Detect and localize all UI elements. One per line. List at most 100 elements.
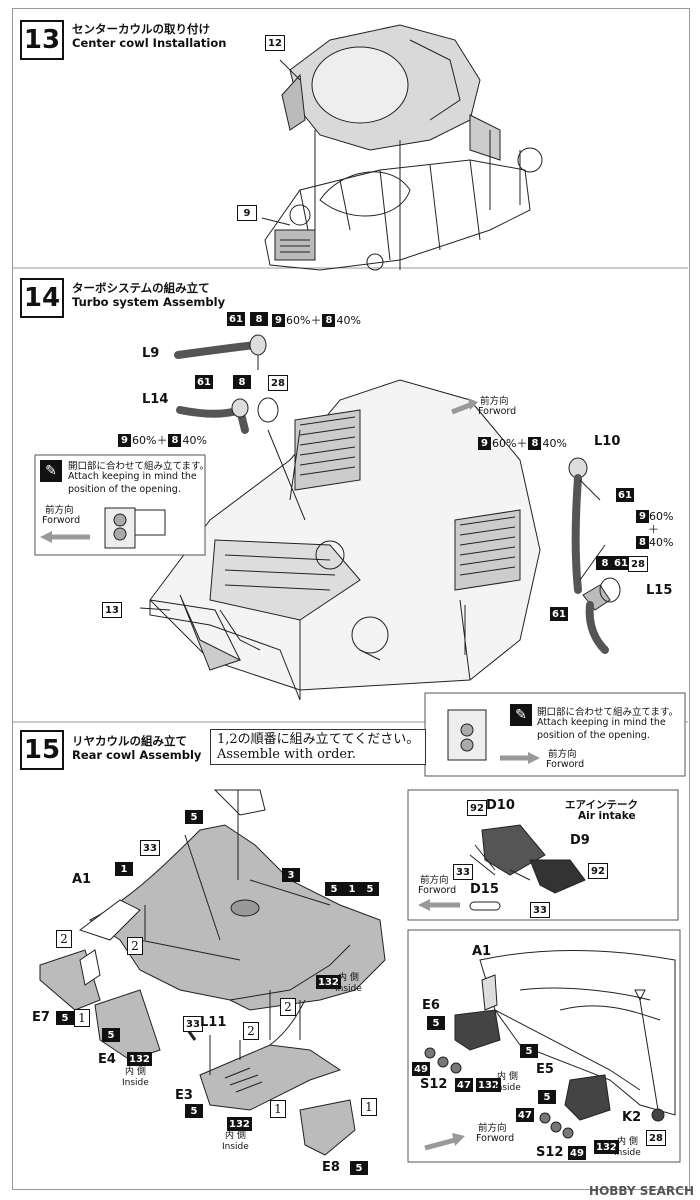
- step-13-number: 13: [20, 20, 64, 60]
- code-5: 5: [350, 1161, 368, 1175]
- note-jp: 開口部に合わせて組み立てます。: [537, 707, 679, 718]
- code-61: 61: [550, 607, 568, 621]
- code-61: 61: [616, 488, 634, 502]
- code-5: 5: [520, 1044, 538, 1058]
- note-en-1: Attach keeping in mind the: [537, 717, 666, 728]
- code-132: 132: [316, 975, 341, 989]
- code-92: 92: [588, 863, 608, 879]
- label-L9: L9: [142, 346, 160, 361]
- label-L11: L11: [200, 1015, 227, 1030]
- center-cowl-drawing: [261, 24, 543, 271]
- forward-label-en: Forword: [418, 885, 457, 896]
- part-13: 13: [102, 602, 122, 618]
- code-1: 1: [115, 862, 133, 876]
- label-D15: D15: [470, 882, 499, 897]
- code-28: 28: [646, 1130, 666, 1146]
- turbo-assembly-drawing: [139, 334, 621, 701]
- forward-label-jp: 前方向: [478, 1123, 507, 1134]
- step-13-title-jp: センターカウルの取り付け: [72, 22, 210, 36]
- step-15-title-jp: リヤカウルの組み立て: [72, 734, 187, 748]
- order-1: 1: [74, 1009, 90, 1027]
- label-D9: D9: [570, 833, 590, 848]
- code-8: 8: [596, 556, 614, 570]
- code-28: 28: [628, 556, 648, 572]
- step-14-number: 14: [20, 278, 64, 318]
- air-intake-en: Air intake: [578, 810, 636, 822]
- code-47: 47: [516, 1108, 534, 1122]
- note-en-2: position of the opening.: [68, 484, 181, 495]
- code-132: 132: [476, 1078, 501, 1092]
- forward-label-jp: 前方向: [45, 505, 74, 516]
- step-13-title-en: Center cowl Installation: [72, 36, 227, 50]
- order-2: 2: [127, 937, 143, 955]
- label-A1: A1: [72, 872, 92, 887]
- forward-label-en: Forword: [42, 515, 81, 526]
- label-E3: E3: [175, 1088, 193, 1103]
- code-5: 5: [361, 882, 379, 896]
- code-5: 5: [538, 1090, 556, 1104]
- code-132: 132: [127, 1052, 152, 1066]
- caution-icon: ✎: [40, 460, 62, 482]
- code-5: 5: [185, 1104, 203, 1118]
- step-14-title-en: Turbo system Assembly: [72, 295, 226, 309]
- forward-label-jp: 前方向: [420, 875, 449, 886]
- order-1: 1: [270, 1100, 286, 1118]
- code-5: 5: [102, 1028, 120, 1042]
- code-8: 8: [250, 312, 268, 326]
- page-frame: [12, 8, 690, 1190]
- code-47: 47: [455, 1078, 473, 1092]
- label-S12: S12: [420, 1077, 448, 1092]
- code-61: 61: [195, 375, 213, 389]
- code-92: 92: [467, 800, 487, 816]
- code-61: 61: [227, 312, 245, 326]
- label-E8: E8: [322, 1160, 340, 1175]
- code-132: 132: [227, 1117, 252, 1131]
- label-E4: E4: [98, 1052, 116, 1067]
- forward-label-en: Forword: [546, 759, 585, 770]
- code-5: 5: [56, 1011, 74, 1025]
- code-33: 33: [183, 1016, 203, 1032]
- label-L10: L10: [594, 434, 621, 449]
- code-8: 8: [233, 375, 251, 389]
- forward-label-jp: 前方向: [480, 396, 509, 407]
- caution-icon: ✎: [510, 704, 532, 726]
- code-5: 5: [427, 1016, 445, 1030]
- order-2: 2: [280, 998, 296, 1016]
- code-28: 28: [268, 375, 288, 391]
- assembly-order-note: 1,2の順番に組み立ててください。 Assemble with order.: [210, 729, 427, 765]
- code-33: 33: [530, 902, 550, 918]
- forward-label-jp: 前方向: [548, 749, 577, 760]
- order-2: 2: [56, 930, 72, 948]
- code-49: 49: [568, 1146, 586, 1160]
- label-E5: E5: [536, 1062, 554, 1077]
- code-5: 5: [325, 882, 343, 896]
- note-jp: 開口部に合わせて組み立てます。: [68, 461, 210, 472]
- part-12: 12: [265, 35, 285, 51]
- order-2: 2: [243, 1022, 259, 1040]
- order-1: 1: [361, 1098, 377, 1116]
- code-33: 33: [140, 840, 160, 856]
- label-E7: E7: [32, 1010, 50, 1025]
- note-en-1: Attach keeping in mind the: [68, 471, 197, 482]
- label-L14: L14: [142, 392, 169, 407]
- code-49: 49: [412, 1062, 430, 1076]
- part-9: 9: [237, 205, 257, 221]
- code-61: 61: [612, 556, 630, 570]
- code-132: 132: [594, 1140, 619, 1154]
- label-K2: K2: [622, 1110, 642, 1125]
- code-5: 5: [185, 810, 203, 824]
- label-D10: D10: [486, 798, 515, 813]
- watermark: HOBBY SEARCH: [589, 1184, 694, 1198]
- code-3: 3: [282, 868, 300, 882]
- label-E6: E6: [422, 998, 440, 1013]
- rear-cowl-drawing: [39, 789, 386, 1156]
